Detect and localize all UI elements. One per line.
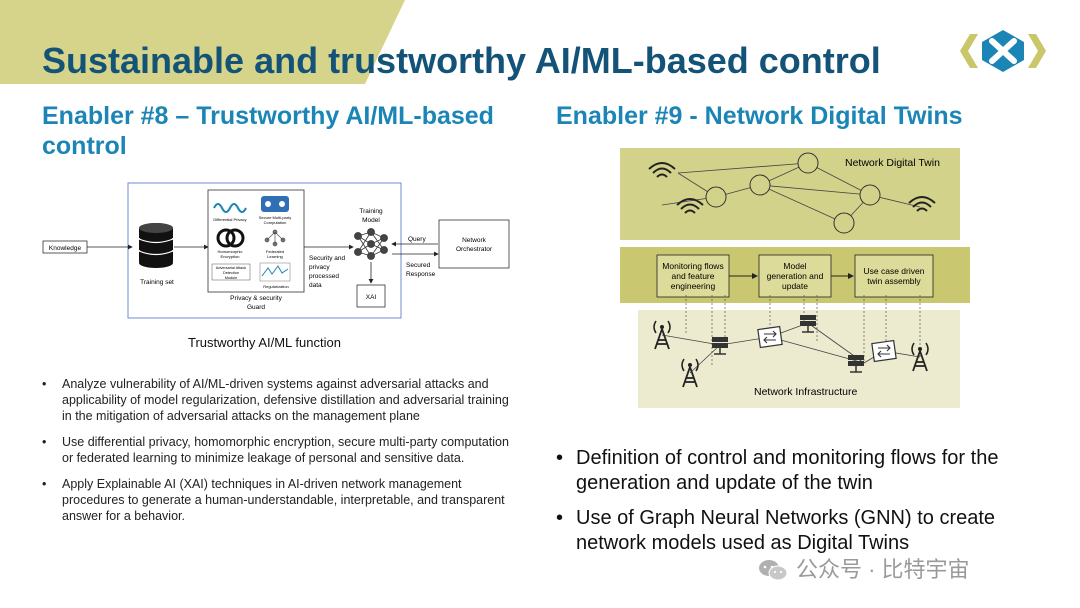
secure-mpc-label: Computation bbox=[264, 220, 287, 225]
switch-icon bbox=[871, 339, 897, 363]
list-item: Use of Graph Neural Networks (GNN) to cr… bbox=[556, 506, 1056, 556]
regularization-icon bbox=[259, 262, 291, 282]
watermark: 公众号 · 比特宇宙 bbox=[758, 552, 970, 584]
monitoring-box bbox=[656, 254, 730, 298]
twin-layer bbox=[620, 148, 960, 240]
monitoring-label: Monitoring flows bbox=[662, 261, 723, 271]
enabler-9-bullets: Definition of control and monitoring flo… bbox=[556, 446, 1056, 566]
orchestrator-label: Network bbox=[462, 237, 487, 244]
attack-detection-label: Detection bbox=[223, 271, 239, 275]
federated-icon bbox=[264, 229, 286, 247]
switch-icon bbox=[757, 325, 783, 349]
twin-layer-label: Network Digital Twin bbox=[845, 157, 940, 169]
federated-label: Learning bbox=[267, 254, 283, 259]
homomorphic-label: Encryption bbox=[221, 254, 240, 259]
secured-response-label: Response bbox=[406, 271, 436, 278]
federated-label: Federated bbox=[266, 249, 284, 254]
attack-detection-label: Adversarial Attack bbox=[216, 266, 246, 270]
twin-node bbox=[797, 152, 819, 174]
list-item: Definition of control and monitoring flo… bbox=[556, 446, 1056, 496]
trustworthy-ai-diagram: Knowledge Training set Differential Priv… bbox=[42, 182, 510, 319]
training-model-label: Training bbox=[359, 208, 383, 215]
wechat-icon bbox=[759, 560, 788, 581]
orchestrator-box bbox=[438, 219, 510, 269]
list-item: Use differential privacy, homomorphic en… bbox=[42, 434, 512, 466]
differential-privacy-label: Differential Privacy bbox=[213, 217, 246, 222]
page-title: Sustainable and trustworthy AI/ML-based … bbox=[42, 40, 881, 81]
twin-node bbox=[859, 184, 881, 206]
twin-assembly-label: Use case driven bbox=[864, 266, 925, 276]
wave-icon bbox=[213, 203, 247, 213]
secured-response-label: Secured bbox=[406, 262, 431, 269]
monitoring-label: engineering bbox=[671, 281, 716, 291]
model-generation-label: Model bbox=[783, 261, 806, 271]
watermark-text: 公众号 · 比特宇宙 bbox=[796, 557, 970, 582]
training-model-label: Model bbox=[362, 217, 380, 224]
regularization-label: Regularization bbox=[263, 284, 289, 289]
neural-network-icon bbox=[354, 228, 388, 260]
model-generation-label: update bbox=[782, 281, 808, 291]
xai-box bbox=[356, 284, 386, 308]
privacy-guard-label: Privacy & security bbox=[230, 295, 282, 302]
twin-node bbox=[833, 212, 855, 234]
twin-node bbox=[705, 186, 727, 208]
database-icon bbox=[138, 223, 174, 268]
logo bbox=[960, 30, 1046, 72]
enabler-8-heading: Enabler #8 – Trustworthy AI/ML-based con… bbox=[42, 102, 494, 160]
model-generation-box bbox=[758, 254, 832, 298]
training-set-label: Training set bbox=[140, 279, 174, 286]
network-digital-twin-diagram: Network Digital Twin Monitoring flows an… bbox=[620, 148, 970, 408]
enabler-9-heading: Enabler #9 - Network Digital Twins bbox=[556, 102, 963, 130]
processed-data-label: data bbox=[309, 282, 322, 289]
diagram-caption: Trustworthy AI/ML function bbox=[188, 335, 341, 350]
query-label: Query bbox=[408, 236, 426, 243]
processed-data-label: privacy bbox=[309, 264, 330, 271]
processed-data-label: Security and bbox=[309, 255, 346, 262]
privacy-guard-label: Guard bbox=[247, 304, 265, 311]
orchestrator-label: Orchestrator bbox=[456, 246, 493, 253]
twin-node bbox=[749, 174, 771, 196]
model-generation-label: generation and bbox=[767, 271, 824, 281]
attack-detection-label: Module bbox=[225, 276, 237, 280]
enabler-8-bullets: Analyze vulnerability of AI/ML-driven sy… bbox=[42, 376, 512, 534]
secure-mpc-label: Secure Multi-party bbox=[259, 215, 291, 220]
homomorphic-label: Homomorphic bbox=[218, 249, 243, 254]
twin-assembly-label: twin assembly bbox=[867, 276, 921, 286]
twin-assembly-box bbox=[854, 254, 934, 298]
homomorphic-icon bbox=[216, 228, 245, 248]
list-item: Apply Explainable AI (XAI) techniques in… bbox=[42, 476, 512, 524]
infrastructure-label: Network Infrastructure bbox=[754, 386, 857, 398]
secure-computation-icon bbox=[261, 196, 289, 212]
xai-label: XAI bbox=[366, 294, 377, 301]
monitoring-label: and feature bbox=[671, 271, 714, 281]
knowledge-label: Knowledge bbox=[49, 245, 82, 252]
processed-data-label: processed bbox=[309, 273, 339, 280]
list-item: Analyze vulnerability of AI/ML-driven sy… bbox=[42, 376, 512, 424]
